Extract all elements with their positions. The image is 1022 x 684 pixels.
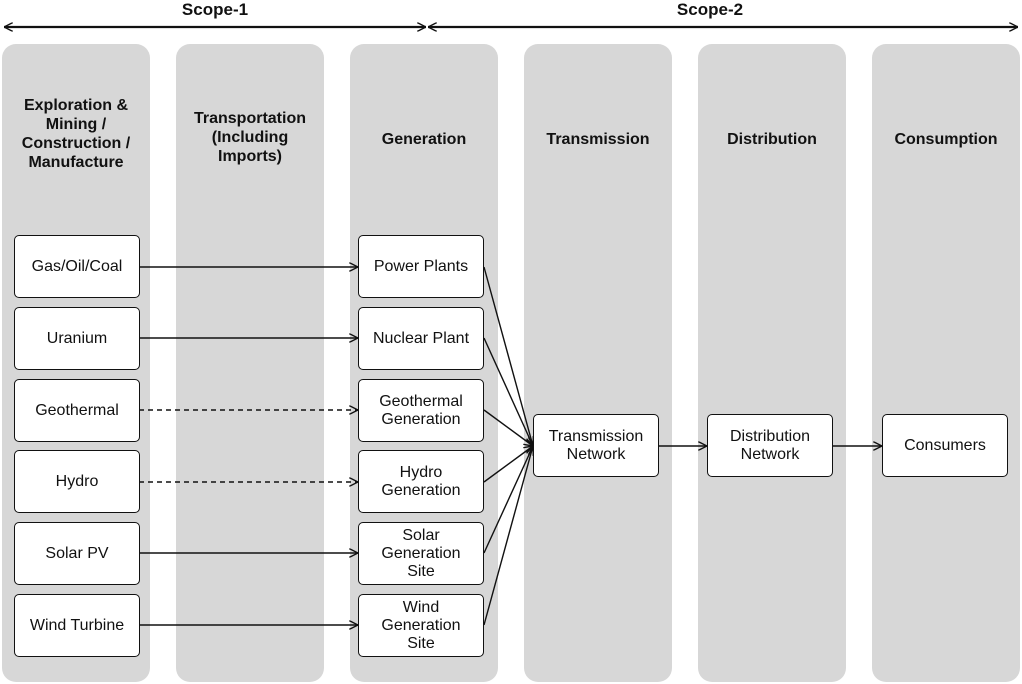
column-title-transmission: Transmission [546,131,650,148]
column-title-exploration: Exploration & Mining / Construction / Ma… [21,97,131,171]
scope-1-label: Scope-1 [181,0,249,19]
generator-solar-generation-site: Solar Generation Site [358,522,484,585]
source-wind-turbine: Wind Turbine [14,594,140,657]
consumers-box: Consumers [882,414,1008,477]
transmission-network-box: Transmission Network [533,414,659,477]
arrow-power-to-transmission [483,266,533,446]
scope-2-label: Scope-2 [676,0,744,19]
arrow-solar-site-to-transmission [483,446,533,554]
arrow-hydro-gen-to-transmission [483,446,533,483]
column-transportation: Transportation (Including Imports) [176,44,324,682]
column-title-transportation: Transportation (Including Imports) [193,110,306,165]
source-hydro: Hydro [14,450,140,513]
generator-wind-generation-site: Wind Generation Site [358,594,484,657]
generator-hydro-generation: Hydro Generation [358,450,484,513]
generator-power-plants: Power Plants [358,235,484,298]
distribution-network-box: Distribution Network [707,414,833,477]
source-gas-oil-coal: Gas/Oil/Coal [14,235,140,298]
generator-nuclear-plant: Nuclear Plant [358,307,484,370]
source-geothermal: Geothermal [14,379,140,442]
column-distribution: Distribution [698,44,846,682]
source-solar-pv: Solar PV [14,522,140,585]
column-transmission: Transmission [524,44,672,682]
arrow-geothermal-gen-to-transmission [483,409,533,446]
column-title-consumption: Consumption [894,131,998,148]
column-consumption: Consumption [872,44,1020,682]
generator-geothermal-generation: Geothermal Generation [358,379,484,442]
arrow-wind-site-to-transmission [483,446,533,626]
column-title-generation: Generation [381,131,467,148]
arrow-nuclear-to-transmission [483,337,533,446]
column-title-distribution: Distribution [727,131,817,148]
source-uranium: Uranium [14,307,140,370]
